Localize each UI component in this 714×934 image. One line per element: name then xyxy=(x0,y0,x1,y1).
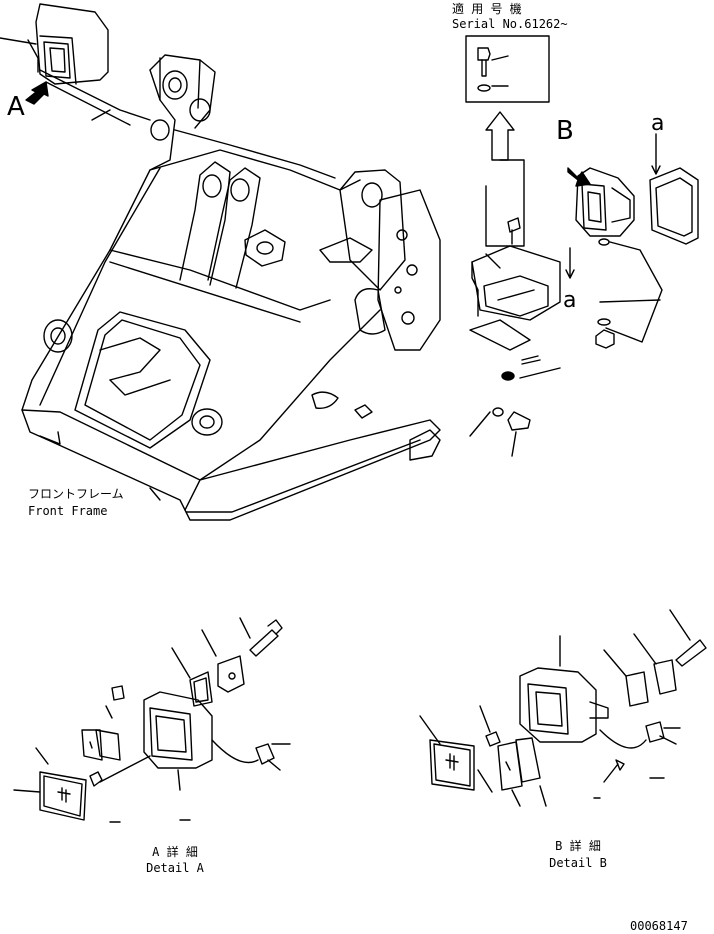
leader-line xyxy=(0,37,37,45)
front-frame-label-jp: フロントフレーム xyxy=(28,487,124,501)
view-label-b: B xyxy=(556,116,574,146)
view-arrow-b xyxy=(567,167,591,187)
view-arrow-a xyxy=(25,81,49,105)
leader-line xyxy=(485,159,525,247)
detail-b-label-jp: B 詳 細 xyxy=(555,839,601,853)
leader-line xyxy=(149,487,161,501)
view-label-a: A xyxy=(7,92,25,122)
mark-a-upper: a xyxy=(651,111,665,136)
serial-label-en: Serial No.61262~ xyxy=(452,17,568,31)
detail-a-label-en: Detail A xyxy=(146,861,204,875)
detail-b-label-en: Detail B xyxy=(549,856,607,870)
detail-a-label-jp: A 詳 細 xyxy=(152,845,198,859)
drawing-number: 00068147 xyxy=(630,919,688,933)
lamp-b-bracket-assembly xyxy=(469,133,699,457)
detail-a-drawing xyxy=(13,617,291,823)
up-arrow xyxy=(485,111,515,161)
leader-line xyxy=(91,109,111,121)
detail-b-drawing xyxy=(419,609,707,807)
front-frame-drawing xyxy=(21,3,441,521)
serial-label-jp: 適 用 号 機 xyxy=(452,2,522,16)
serial-inset-box xyxy=(465,35,550,103)
front-frame-label-en: Front Frame xyxy=(28,504,108,518)
mark-a-lower: a xyxy=(563,288,577,313)
